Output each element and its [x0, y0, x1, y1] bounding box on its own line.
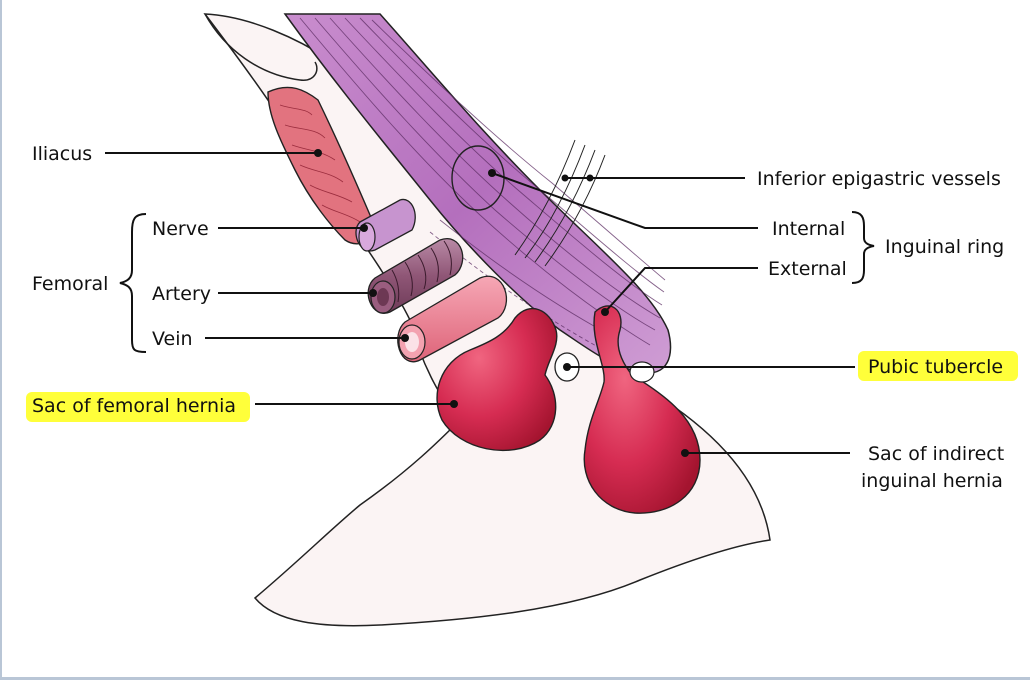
label-vein: Vein: [152, 328, 193, 350]
pubic-tubercle-highlight: [858, 351, 1018, 381]
label-nerve: Nerve: [152, 218, 209, 240]
internal-ring-pointer: [488, 169, 496, 177]
external-ring-opening: [629, 361, 655, 383]
indirect-hernia-sac: [583, 305, 701, 514]
iliacus-texture: [279, 104, 361, 223]
epigastric-pointer-2: [586, 174, 594, 182]
muscle-fibre-lines: [299, 17, 666, 349]
bone-upper-outline: [204, 13, 318, 81]
inguinal-ring-brace: [851, 211, 875, 284]
external-ring-pointer: [601, 308, 609, 316]
label-iliacus: Iliacus: [32, 143, 92, 165]
label-femoral: Femoral: [32, 273, 108, 295]
epigastric-vessel-lines: [514, 139, 606, 267]
artery-pointer: [369, 289, 377, 297]
external-ring-leader: [604, 267, 758, 313]
iliacus-pointer: [314, 149, 322, 157]
frame-border-bottom: [0, 677, 1030, 680]
internal-ring-leader: [491, 172, 758, 229]
label-external: External: [768, 258, 847, 280]
femoral-sac-highlight: [26, 392, 250, 422]
label-sac-indirect-line1: Sac of indirect: [868, 443, 1004, 465]
artery-rings: [391, 240, 452, 303]
label-artery: Artery: [152, 283, 211, 305]
vein-pointer: [401, 334, 409, 342]
femoral-sac-pointer: [450, 400, 458, 408]
label-internal: Internal: [772, 218, 845, 240]
pubic-tubercle-pointer: [563, 363, 571, 371]
epigastric-pointer-1: [561, 174, 569, 182]
femoral-brace: [119, 213, 147, 353]
nerve-pointer: [360, 224, 368, 232]
label-sac-femoral-hernia: Sac of femoral hernia: [32, 395, 236, 417]
label-inferior-epigastric-vessels: Inferior epigastric vessels: [757, 168, 1001, 190]
label-pubic-tubercle: Pubic tubercle: [868, 356, 1003, 378]
label-inguinal-ring: Inguinal ring: [885, 236, 1004, 258]
label-sac-indirect-line2: inguinal hernia: [861, 470, 1003, 492]
femoral-hernia-sac: [436, 307, 558, 452]
indirect-sac-pointer: [681, 449, 689, 457]
frame-border-left: [0, 0, 2, 680]
artery-lumen: [377, 288, 389, 306]
